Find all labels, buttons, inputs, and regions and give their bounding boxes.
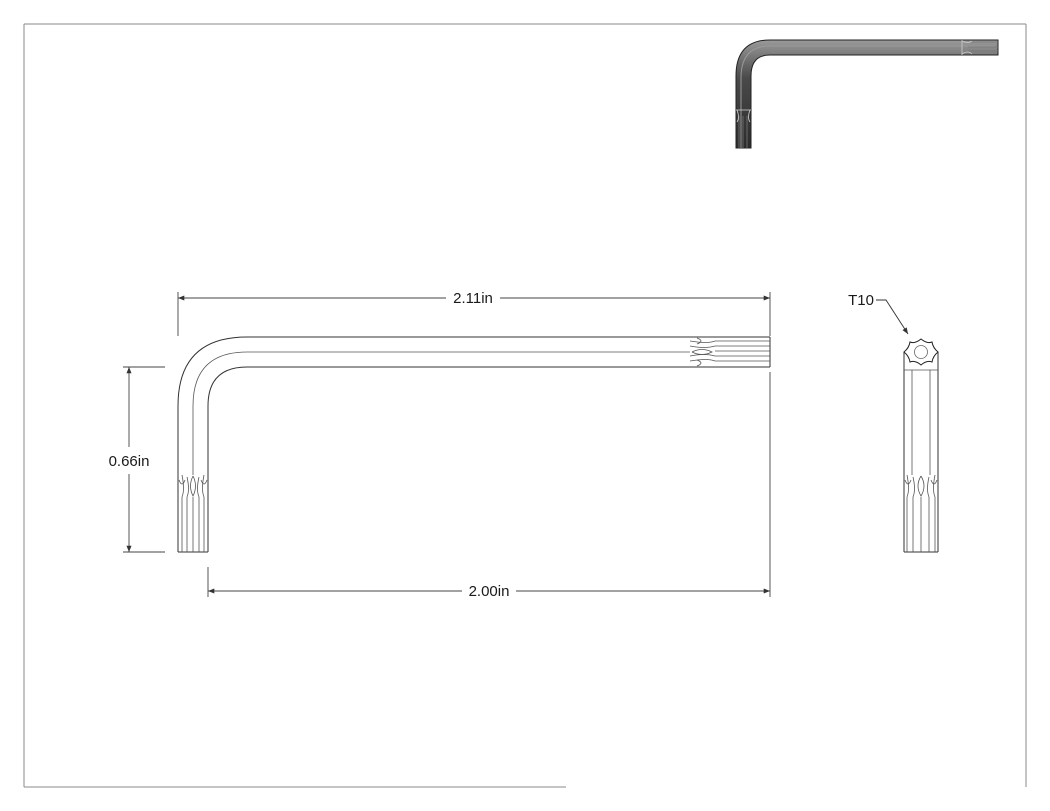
front-view — [177, 336, 771, 553]
iso-torx-tip-top — [961, 40, 998, 55]
tip-callout-leader: T10 — [848, 292, 909, 335]
isometric-view — [735, 39, 999, 149]
dimension-label-long-leg: 2.00in — [469, 583, 510, 600]
dimension-long-leg: 2.00in — [207, 372, 771, 600]
torx-tip-horizontal — [689, 337, 770, 367]
side-torx-tip — [904, 474, 938, 552]
side-view: T10 — [848, 292, 939, 553]
dimension-label-short-leg: 0.66in — [109, 453, 150, 470]
sheet-border — [23, 23, 1027, 788]
torx-tip-vertical — [178, 474, 208, 552]
torx-star-end-view — [903, 338, 939, 366]
iso-torx-tip-bottom — [736, 109, 751, 148]
dimension-label-overall: 2.11in — [453, 290, 493, 307]
dimension-overall-length: 2.11in — [177, 290, 771, 336]
tip-size-label: T10 — [848, 292, 874, 309]
dimension-short-leg: 0.66in — [109, 366, 165, 553]
